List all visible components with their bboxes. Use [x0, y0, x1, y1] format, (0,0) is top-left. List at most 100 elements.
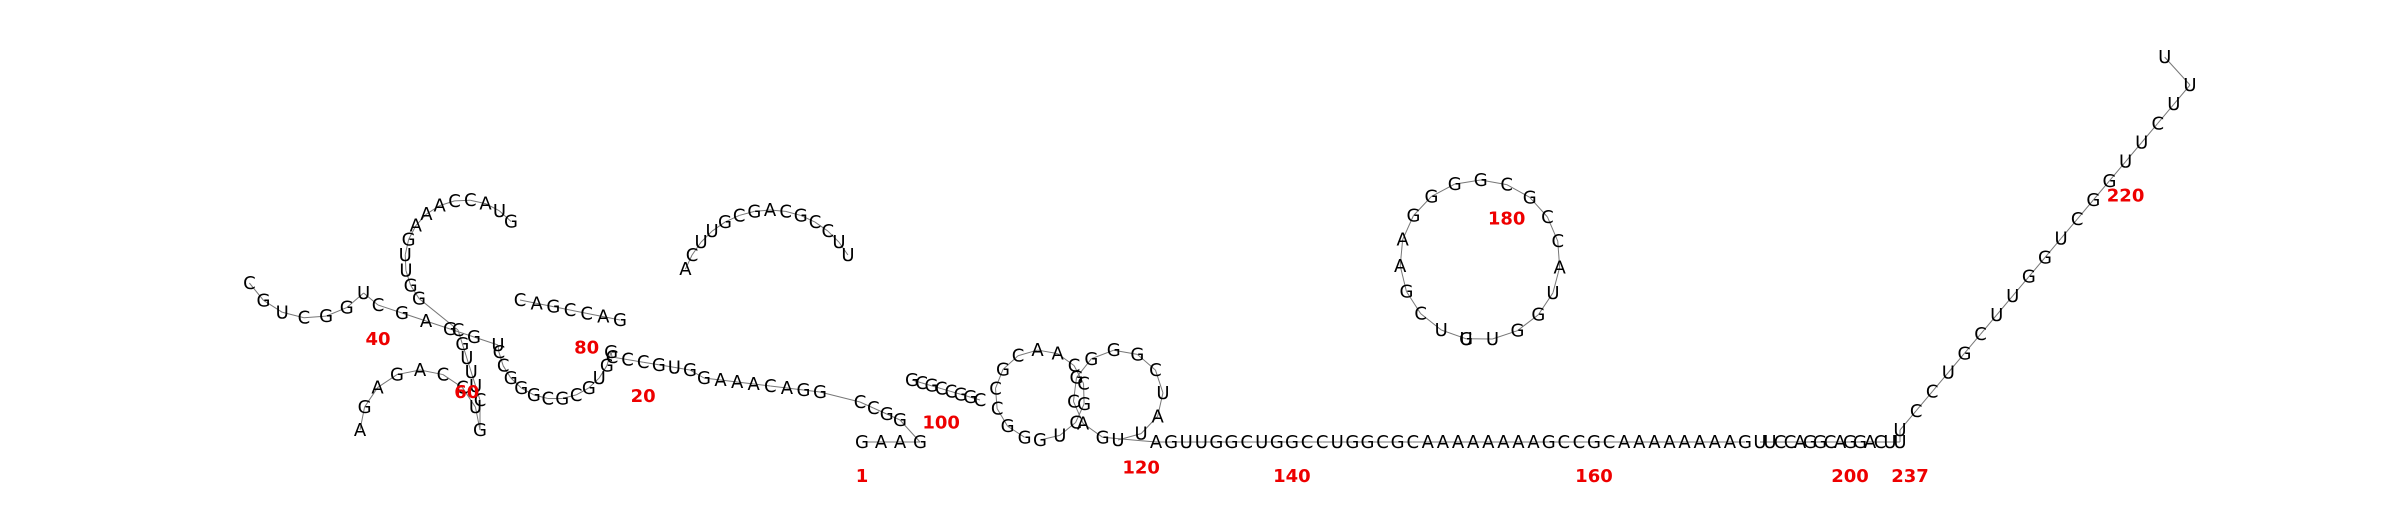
backbone-segment	[1082, 422, 1103, 438]
nucleotide: A	[414, 360, 427, 381]
nucleotide: U	[1255, 432, 1268, 453]
nucleotide: A	[1394, 256, 1407, 277]
nucleotide: G	[1406, 206, 1420, 227]
backbone-segment	[1537, 292, 1554, 315]
nucleotide: U	[2119, 152, 2132, 173]
nucleotide: C	[1784, 432, 1797, 453]
nucleotide: C	[809, 212, 822, 233]
nucleotide: C	[1149, 360, 1162, 381]
nucleotide: U	[2135, 133, 2148, 154]
nucleotide: G	[1270, 432, 1284, 453]
nucleotide: C	[493, 342, 506, 363]
nucleotide: U	[1753, 432, 1766, 453]
nucleotide: G	[880, 404, 894, 425]
position-label: 1	[856, 466, 869, 487]
nucleotide: G	[813, 382, 827, 403]
nucleotide: A	[1648, 432, 1661, 453]
nucleotide: C	[298, 308, 311, 329]
nucleotide: C	[580, 303, 593, 324]
nucleotide: C	[452, 320, 465, 341]
backbone-segment	[899, 419, 921, 443]
backbone-segment	[941, 388, 951, 392]
nucleotide: C	[1541, 207, 1554, 228]
nucleotide: A	[420, 204, 433, 225]
backbone-segment	[396, 369, 421, 376]
backbone-segment	[519, 299, 537, 304]
nucleotide: G	[514, 378, 528, 399]
nucleotide: G	[1531, 305, 1545, 326]
position-label: 180	[1488, 209, 1526, 230]
backbone-segment	[2092, 180, 2110, 201]
backbone-segment	[586, 312, 604, 318]
nucleotide: A	[1864, 432, 1877, 453]
nucleotide: G	[718, 212, 732, 233]
nucleotide: G	[1077, 394, 1091, 415]
nucleotide: G	[1018, 427, 1032, 448]
nucleotide: C	[1603, 432, 1616, 453]
nucleotide: G	[546, 297, 560, 318]
nucleotide: G	[402, 229, 416, 250]
backbone-segment	[2125, 142, 2143, 162]
nucleotide: C	[945, 381, 958, 402]
nucleotide: U	[668, 357, 681, 378]
backbone-layer	[248, 56, 2191, 443]
backbone-segment	[510, 377, 522, 389]
nucleotide: G	[1399, 281, 1413, 302]
nucleotide: A	[420, 311, 433, 332]
nucleotide: G	[319, 306, 333, 327]
nucleotide: G	[1001, 416, 1015, 437]
nucleotide: G	[1107, 340, 1121, 361]
backbone-segment	[700, 230, 713, 243]
nucleotide: G	[747, 201, 761, 222]
nucleotide: G	[905, 370, 919, 391]
backbone-segment	[684, 254, 693, 270]
backbone-segment	[814, 221, 829, 232]
backbone-segment	[1137, 353, 1156, 371]
nucleotide: G	[796, 380, 810, 401]
yellow-highlight-region	[216, 203, 1040, 458]
backbone-segment	[1406, 291, 1422, 314]
nucleotide: G	[697, 368, 711, 389]
backbone-segment	[753, 383, 771, 387]
backbone-segment	[359, 406, 366, 431]
nucleotide: G	[555, 389, 569, 410]
backbone-segment	[419, 369, 444, 376]
nucleotide: G	[1523, 187, 1537, 208]
backbone-segment	[827, 230, 840, 243]
nucleotide: G	[893, 410, 907, 431]
backbone-segment	[1037, 349, 1058, 355]
nucleotide: A	[1396, 230, 1409, 251]
nucleotide: G	[1843, 432, 1857, 453]
nucleotide: A	[1150, 432, 1163, 453]
backbone-segment	[1154, 369, 1164, 394]
nucleotide: A	[1694, 432, 1707, 453]
position-label: 237	[1891, 466, 1929, 487]
backbone-segment	[248, 282, 264, 301]
nucleotide: G	[954, 384, 968, 405]
nucleotide: A	[1678, 432, 1691, 453]
nucleotide: G	[600, 356, 614, 377]
position-label: 120	[1122, 458, 1160, 479]
backbone-segment	[462, 387, 476, 408]
backbone-segment	[1517, 314, 1539, 332]
nucleotide: G	[1510, 321, 1524, 342]
nucleotide: C	[1551, 231, 1564, 252]
nucleotide: A	[1553, 257, 1566, 278]
position-label: 200	[1831, 466, 1869, 487]
backbone-segment	[1441, 329, 1467, 340]
nucleotide: U	[1460, 329, 1473, 350]
backbone-segment	[1454, 179, 1481, 185]
nucleotide: C	[974, 390, 987, 411]
backbone-segment	[1546, 216, 1559, 242]
backbone-segment	[603, 316, 621, 321]
nucleotide: C	[1874, 432, 1887, 453]
nucleotide: C	[570, 385, 583, 406]
backbone-segment	[1113, 349, 1138, 355]
nucleotide: G	[443, 319, 457, 340]
backbone-segment	[442, 374, 463, 388]
nucleotide: U	[2183, 75, 2196, 96]
backbone-segment	[598, 365, 608, 379]
nucleotide: G	[1448, 174, 1462, 195]
backbone-segment	[466, 357, 472, 373]
